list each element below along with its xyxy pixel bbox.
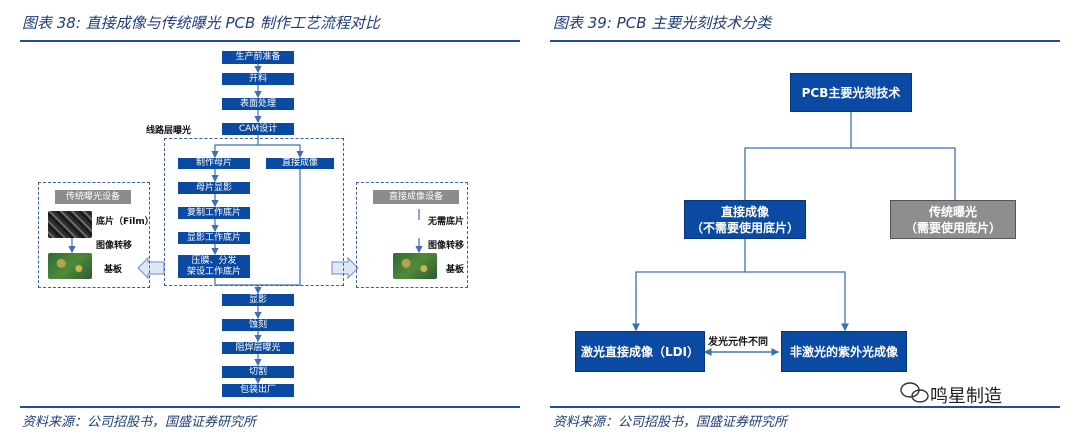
direct-equipment-title: 直接成像设备 (373, 190, 459, 204)
trad-substrate-image (48, 253, 92, 279)
step-cutting-material: 开料 (222, 73, 294, 85)
trad-step-master: 制作母片 (178, 158, 250, 169)
no-film-label: 无需底片 (428, 217, 465, 227)
direct-substrate-label: 基板 (446, 265, 465, 275)
traditional-exposure-line1: 传统曝光 (928, 204, 977, 219)
left-source-rule (20, 406, 520, 408)
ldi-label: 激光直接成像（LDI） (580, 344, 700, 359)
trad-step-copy-film: 复制工作底片 (178, 207, 250, 219)
direct-imaging-step: 直接成像 (266, 158, 334, 169)
traditional-exposure-line2: （需要使用底片） (904, 220, 1001, 235)
ldi-node: 激光直接成像（LDI） (575, 331, 705, 372)
trad-substrate-label: 基板 (104, 265, 123, 275)
line-exposure-label: 线路层曝光 (146, 126, 192, 136)
right-figure-title: 图表 39: PCB 主要光刻技术分类 (553, 14, 772, 32)
watermark-text: 鸣星制造 (930, 386, 1002, 407)
direct-imaging-line2: （不需要使用底片） (690, 220, 799, 235)
step-develop: 显影 (222, 294, 294, 306)
film-label: 底片（Film） (96, 217, 154, 227)
direct-equipment-group (356, 182, 468, 288)
left-figure-title: 图表 38: 直接成像与传统曝光 PCB 制作工艺流程对比 (22, 14, 381, 32)
trad-step-lamination: 压膜、分发 架设工作底片 (178, 255, 250, 278)
difference-label: 发光元件不同 (708, 337, 768, 348)
right-source-note: 资料来源：公司招股书，国盛证券研究所 (553, 415, 788, 430)
step-preparation: 生产前准备 (222, 51, 294, 64)
right-title-rule (550, 40, 1060, 42)
trad-step-master-develop: 母片显影 (178, 182, 250, 194)
trad-step-develop-film: 显影工作底片 (178, 232, 250, 244)
left-source-note: 资料来源：公司招股书，国盛证券研究所 (22, 415, 257, 430)
direct-imaging-line1: 直接成像 (720, 204, 769, 219)
step-cutting: 切割 (222, 366, 294, 378)
direct-imaging-node: 直接成像 （不需要使用底片） (684, 200, 806, 239)
direct-substrate-image (393, 253, 437, 279)
non-laser-uv-label: 非激光的紫外光成像 (789, 344, 898, 359)
step-cam-design: CAM设计 (222, 123, 294, 135)
line-exposure-group (164, 138, 344, 286)
traditional-equipment-title: 传统曝光设备 (55, 190, 131, 204)
right-source-rule (550, 406, 1060, 408)
traditional-exposure-node: 传统曝光 （需要使用底片） (890, 200, 1016, 239)
left-title-rule (20, 40, 520, 42)
film-image (48, 211, 92, 238)
step-etching: 蚀刻 (222, 319, 294, 331)
direct-transfer-label: 图像转移 (428, 241, 465, 251)
step-packaging: 包装出厂 (222, 384, 294, 397)
traditional-equipment-group (38, 182, 150, 288)
trad-transfer-label: 图像转移 (96, 241, 133, 251)
step-solder-mask-exposure: 阻焊层曝光 (222, 342, 294, 354)
root-node-label: PCB主要光刻技术 (801, 85, 901, 100)
root-node: PCB主要光刻技术 (790, 73, 912, 112)
non-laser-uv-node: 非激光的紫外光成像 (781, 331, 907, 372)
step-surface-treatment: 表面处理 (222, 98, 294, 110)
